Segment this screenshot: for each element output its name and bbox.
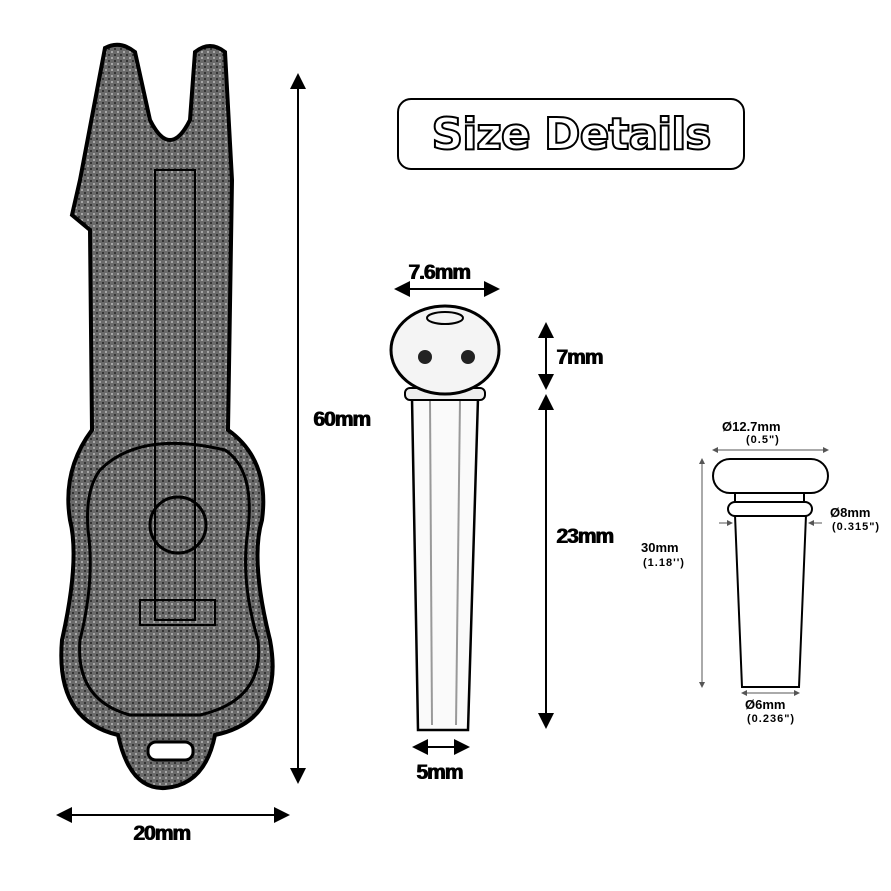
- bridge-pin: [389, 304, 501, 732]
- end-pin-length-inch: (1.18''): [643, 557, 685, 569]
- end-pin-top-diameter: Ø12.7mm: [722, 419, 781, 434]
- end-pin-bottom-diameter: Ø6mm: [745, 697, 786, 712]
- pin-shaft-length-label: 23mm: [556, 525, 614, 548]
- end-pin-length: 30mm: [641, 540, 679, 555]
- end-pin-collar-diameter: Ø8mm: [830, 505, 871, 520]
- end-pin: [712, 458, 829, 688]
- string-puller-tool: [59, 42, 275, 791]
- title-banner: Size Details: [397, 98, 745, 170]
- title: Size Details: [431, 108, 713, 161]
- pin-tip-width-label: 5mm: [416, 761, 463, 784]
- pin-head-height-label: 7mm: [556, 346, 603, 369]
- puller-width-label: 20mm: [133, 822, 191, 845]
- end-pin-top-diameter-inch: (0.5"): [746, 434, 780, 446]
- end-pin-bottom-diameter-inch: (0.236"): [747, 713, 796, 725]
- pin-head-width-label: 7.6mm: [408, 261, 471, 284]
- end-pin-collar-diameter-inch: (0.315"): [832, 521, 881, 533]
- puller-height-label: 60mm: [313, 408, 371, 431]
